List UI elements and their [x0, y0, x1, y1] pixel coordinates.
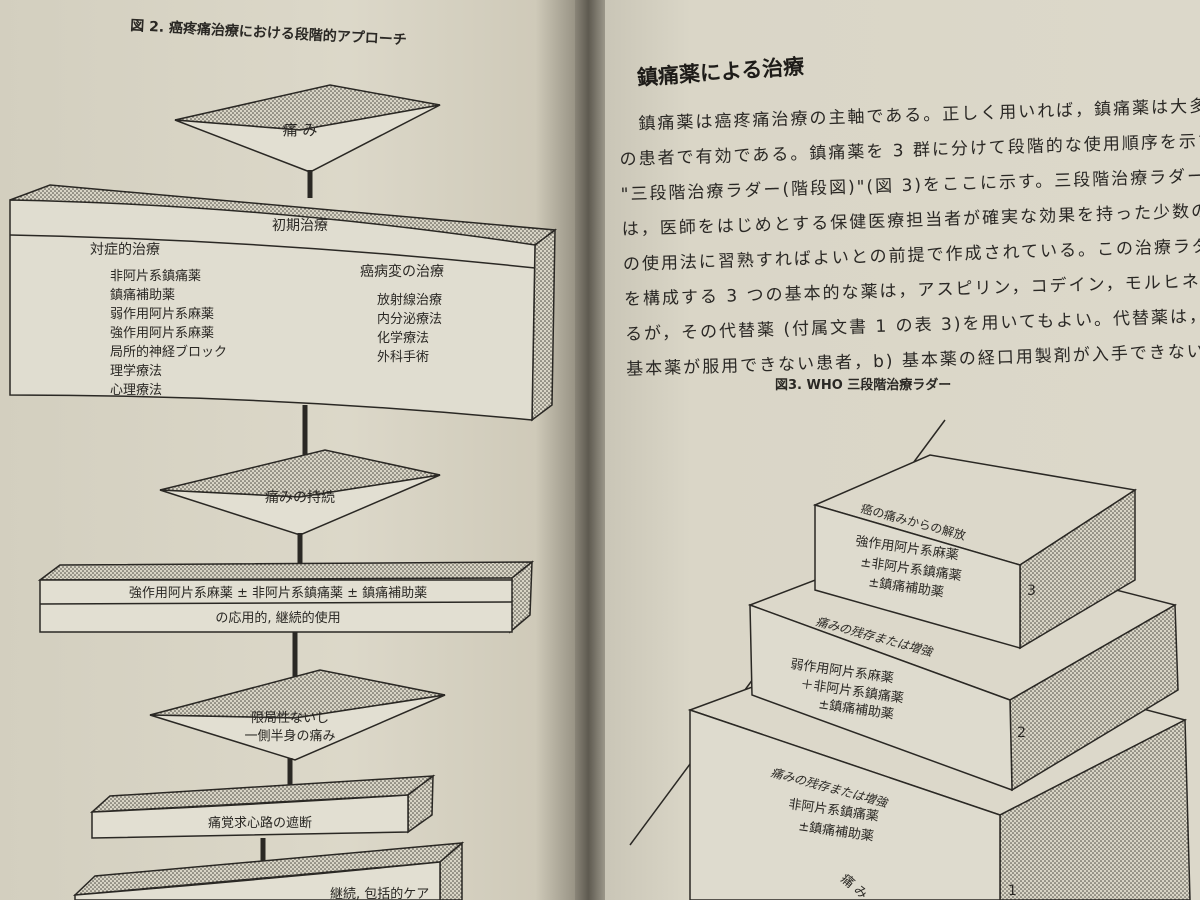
list-item: 鎮痛補助薬 — [110, 287, 175, 303]
figure-3-title: 図3. WHO 三段階治療ラダー — [775, 377, 951, 393]
symptomatic-list: 非阿片系鎮痛薬 鎮痛補助薬 弱作用阿片系麻薬 強作用阿片系麻薬 局所的神経ブロッ… — [110, 268, 227, 398]
pain-diamond: 痛 み — [174, 84, 441, 173]
initial-treatment-box: 初期治療 対症的治療 非阿片系鎮痛薬 鎮痛補助薬 弱作用阿片系麻薬 強作用阿片系… — [9, 184, 558, 422]
flowchart-figure-2: 図 2. 癌疼痛治療における段階的アプローチ 痛 み 初期治療 対症的治療 非阿… — [9, 17, 558, 900]
figure-2-title: 図 2. 癌疼痛治療における段階的アプローチ — [130, 17, 407, 48]
comprehensive-care-label: 継続, 包括的ケア — [330, 886, 429, 900]
list-item: 内分泌療法 — [377, 311, 442, 327]
book-gutter — [575, 0, 605, 900]
pain-label: 痛 み — [283, 121, 318, 139]
list-item: 強作用阿片系麻薬 — [110, 326, 214, 341]
cancer-lesion-list: 放射線治療 内分泌療法 化学療法 外科手術 — [377, 292, 442, 365]
list-item: 理学療法 — [110, 363, 162, 379]
initial-treatment-header: 初期治療 — [272, 217, 328, 234]
list-item: 化学療法 — [377, 330, 429, 346]
localized-pain-line-1: 限局性ないし — [251, 711, 329, 726]
list-item: 局所的神経ブロック — [110, 344, 227, 360]
symptomatic-title: 対症的治療 — [90, 241, 160, 258]
list-item: 弱作用阿片系麻薬 — [110, 307, 214, 322]
body-paragraph: 鎮痛薬は癌疼痛治療の主軸である。正しく用いれば，鎮痛薬は大多数 の患者で有効であ… — [618, 90, 1200, 388]
opioid-therapy-box: 強作用阿片系麻薬 ± 非阿片系鎮痛薬 ± 鎮痛補助薬 の応用的, 継続的使用 — [37, 560, 535, 634]
persistent-pain-label: 痛みの持続 — [265, 489, 335, 506]
who-ladder-figure-3: 図3. WHO 三段階治療ラダー 痛みの残存または増強 非阿片系鎮痛薬 ±鎮痛補… — [629, 377, 1191, 900]
localized-pain-diamond: 限局性ないし 一側半身の痛み — [149, 669, 446, 761]
comprehensive-care-box: 継続, 包括的ケア — [72, 841, 465, 900]
step-3-number: 3 — [1027, 583, 1036, 599]
ladder-step-3: 癌の痛みからの解放 強作用阿片系麻薬 ±非阿片系鎮痛薬 ±鎮痛補助薬 3 — [812, 454, 1138, 650]
step-1-number: 1 — [1008, 883, 1017, 899]
cancer-lesion-title: 癌病変の治療 — [360, 263, 444, 280]
nerve-block-box: 痛覚求心路の遮断 — [89, 774, 436, 839]
list-item: 外科手術 — [377, 350, 429, 365]
opioid-line-2: の応用的, 継続的使用 — [215, 610, 340, 626]
list-item: 心理療法 — [110, 383, 162, 398]
list-item: 非阿片系鎮痛薬 — [110, 268, 201, 284]
nerve-block-label: 痛覚求心路の遮断 — [208, 815, 312, 831]
step-2-number: 2 — [1017, 725, 1026, 741]
opioid-line-1: 強作用阿片系麻薬 ± 非阿片系鎮痛薬 ± 鎮痛補助薬 — [129, 585, 427, 601]
localized-pain-line-2: 一側半身の痛み — [244, 728, 335, 744]
persistent-pain-diamond: 痛みの持続 — [159, 449, 441, 536]
list-item: 放射線治療 — [377, 292, 442, 308]
